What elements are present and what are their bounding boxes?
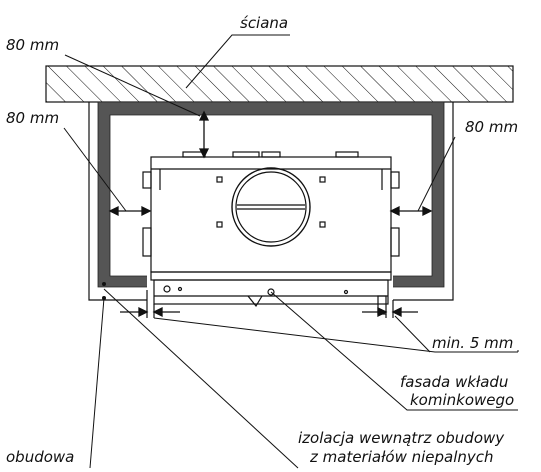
fireplace-insert xyxy=(142,151,400,315)
dimension-arrows xyxy=(108,110,433,318)
enclosure-leader-dot xyxy=(102,296,106,300)
wall-block xyxy=(45,65,514,103)
enclosure-label: obudowa xyxy=(6,448,74,466)
enclosure-outline xyxy=(88,102,147,301)
insulation-label-line1: izolacja wewnątrz obudowy xyxy=(298,429,505,447)
insulation-leader-dot xyxy=(102,282,106,286)
gap-left-label: 80 mm xyxy=(6,109,59,127)
min-gap-label: min. 5 mm xyxy=(432,334,513,352)
facade-legs xyxy=(146,290,394,318)
insulation-layer xyxy=(97,101,445,288)
insulation-label-line2: z materiałów niepalnych xyxy=(309,448,494,466)
facade-label-line1: fasada wkładu xyxy=(400,373,508,391)
leader-lines xyxy=(63,34,519,469)
enclosure-outline-right xyxy=(393,102,454,301)
gap-top-label: 80 mm xyxy=(6,36,59,54)
facade-label-line2: kominkowego xyxy=(410,391,514,409)
wall-label: ściana xyxy=(240,14,288,32)
gap-right-label: 80 mm xyxy=(465,118,518,136)
